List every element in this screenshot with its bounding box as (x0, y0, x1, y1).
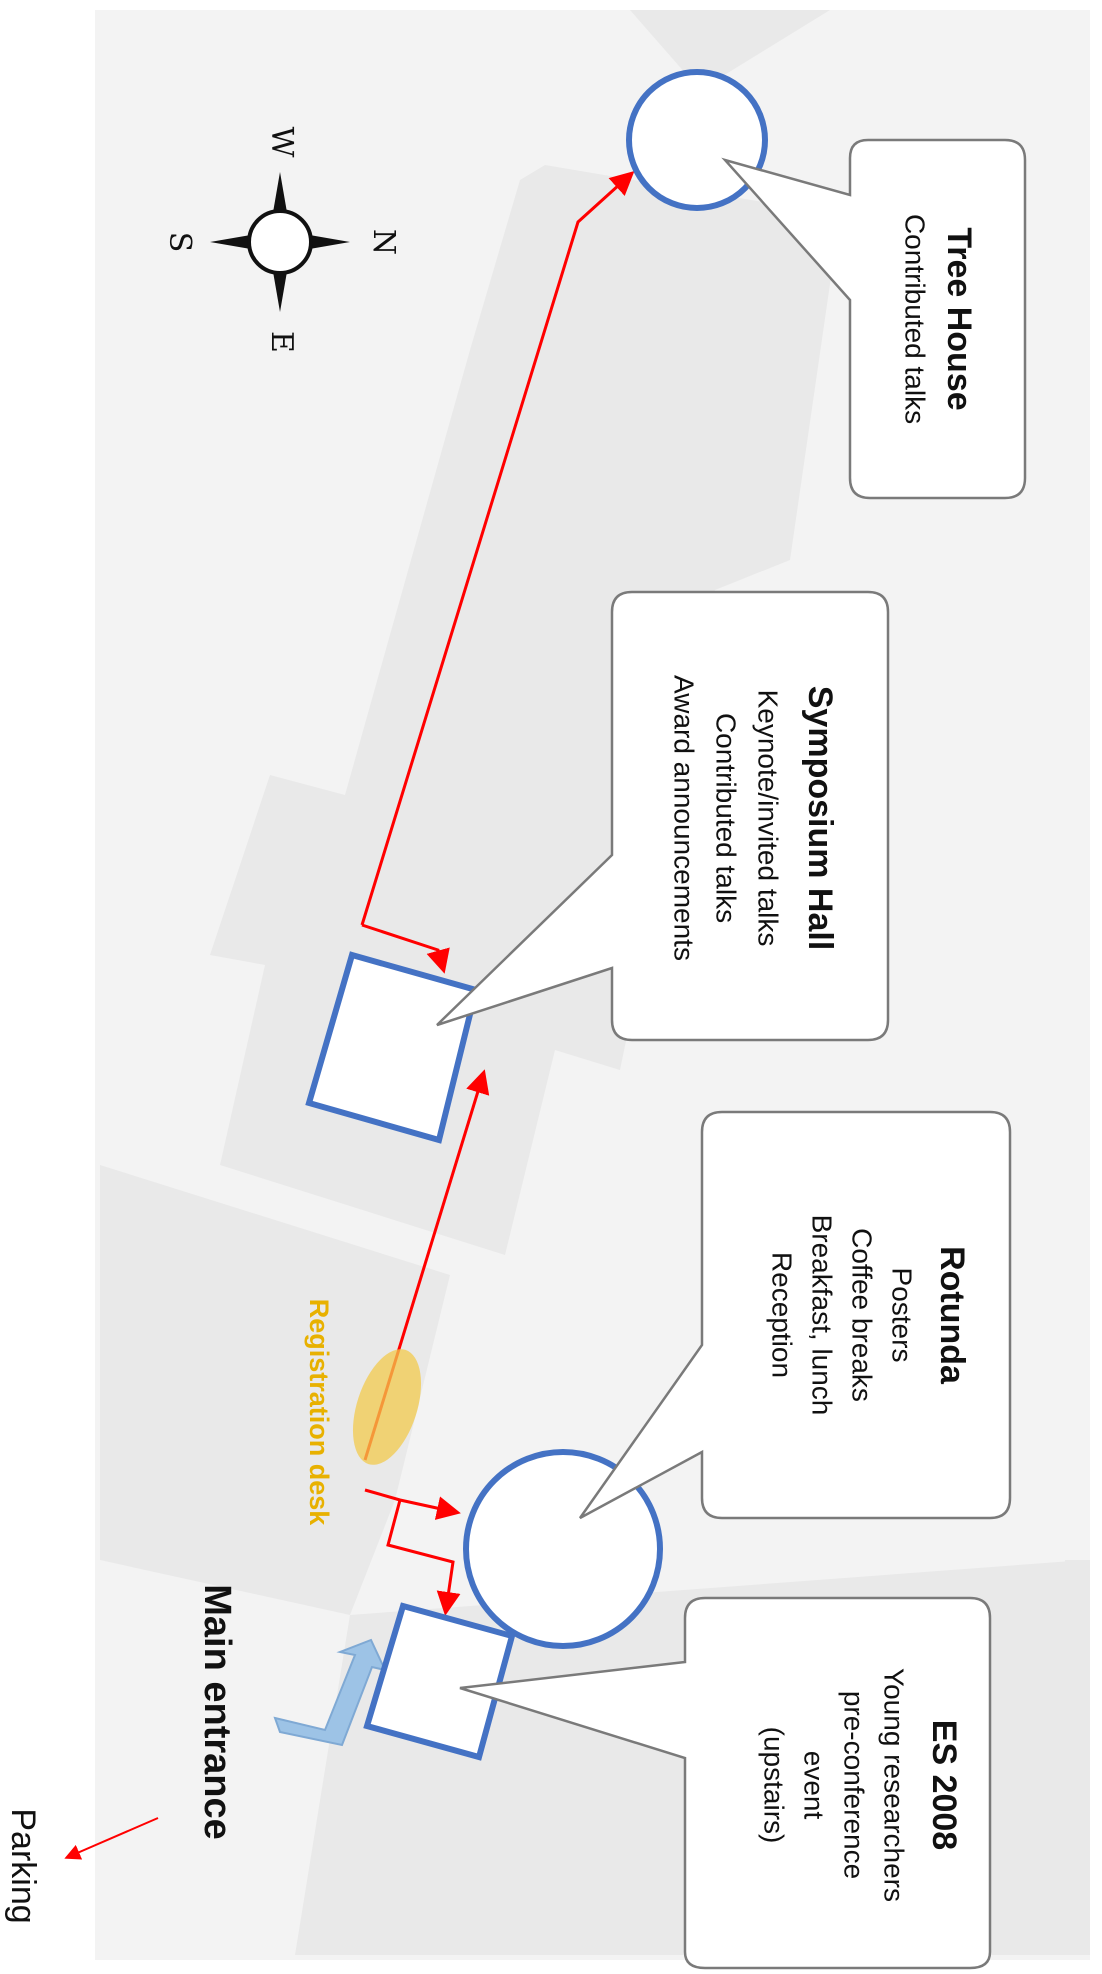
tree-house-marker[interactable] (626, 69, 768, 211)
registration-desk-marker (352, 1349, 422, 1465)
building-top (630, 10, 830, 90)
route-to-tree-house (360, 170, 635, 926)
callout-rotunda: Rotunda Posters Coffee breaks Breakfast,… (578, 1110, 1012, 1520)
parking-label: Parking (4, 1808, 42, 1923)
entrance-arrow-icon (273, 1638, 387, 1747)
registration-desk-label: Registration desk (304, 1299, 334, 1527)
callout-tree-house: Tree House Contributed talks (721, 138, 1027, 500)
route-to-parking (64, 1817, 159, 1860)
compass-south: S (162, 232, 197, 253)
es-2008-line-3: event (799, 1751, 830, 1820)
rotunda-name: Rotunda (933, 1246, 971, 1385)
tree-house-name: Tree House (940, 227, 978, 410)
compass-west: W (264, 127, 299, 158)
symposium-hall-line-3: Award announcements (669, 675, 700, 961)
es-2008-line-2: pre-conference (839, 1691, 870, 1879)
compass-north: N (366, 229, 401, 255)
symposium-hall-line-2: Contributed talks (711, 713, 742, 923)
route-to-es-2008 (386, 1499, 461, 1616)
building-right-edge (1045, 1560, 1090, 1955)
es-2008-marker[interactable] (363, 1602, 516, 1761)
es-2008-name: ES 2008 (925, 1720, 963, 1850)
callout-symposium-hall: Symposium Hall Keynote/invited talks Con… (436, 590, 890, 1042)
symposium-hall-marker[interactable] (305, 951, 480, 1144)
compass-rose-icon: N S E W (162, 127, 401, 353)
symposium-hall-name: Symposium Hall (801, 686, 839, 951)
es-2008-line-1: Young researchers (879, 1668, 910, 1902)
es-2008-line-4: (upstairs) (759, 1727, 790, 1844)
tree-house-line-1: Contributed talks (900, 214, 931, 424)
rotunda-line-1: Posters (887, 1268, 918, 1363)
callout-es-2008: ES 2008 Young researchers pre-conference… (459, 1596, 992, 1970)
rotunda-line-3: Breakfast, lunch (807, 1215, 838, 1416)
rotunda-line-4: Reception (767, 1252, 798, 1378)
main-entrance-label: Main entrance (196, 1584, 238, 1840)
rotunda-line-2: Coffee breaks (847, 1228, 878, 1402)
symposium-hall-line-1: Keynote/invited talks (753, 690, 784, 947)
compass-east: E (264, 331, 299, 353)
route-to-symposium-hall (361, 923, 450, 974)
building-lower-left (100, 1165, 450, 1615)
